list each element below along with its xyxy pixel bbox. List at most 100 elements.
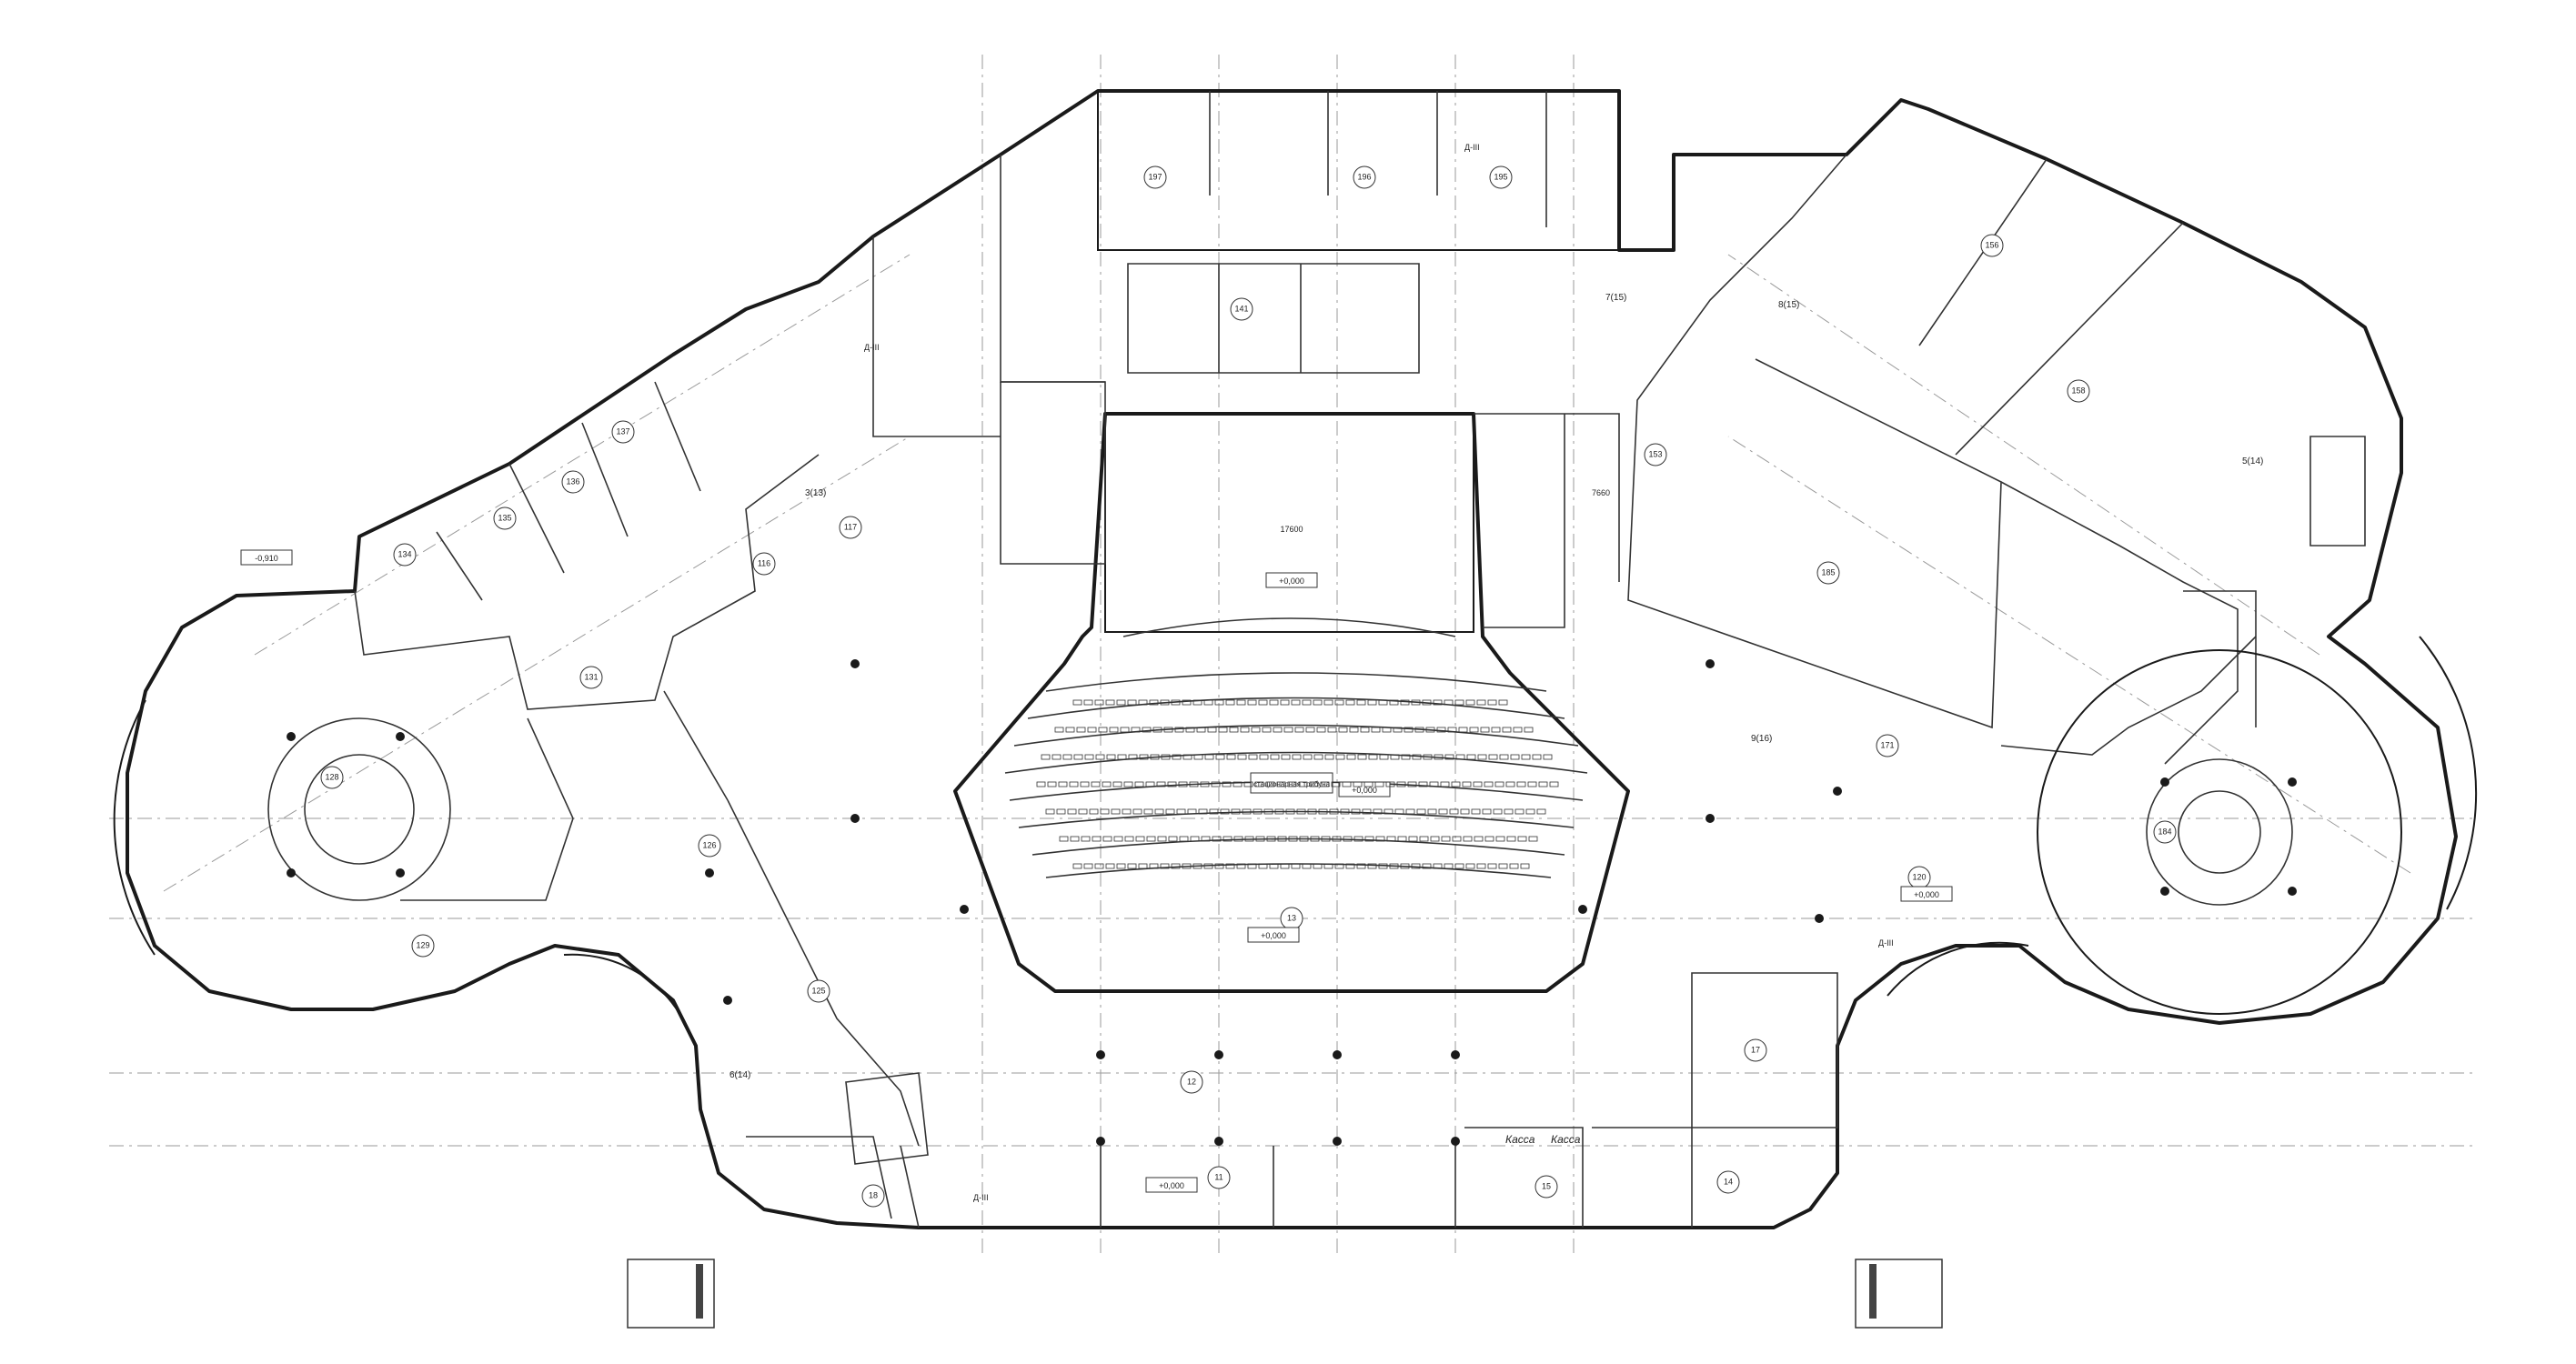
axis-grid [109,55,2474,1255]
seat [1390,754,1400,760]
seat [1484,836,1494,842]
svg-text:Д-III: Д-III [864,343,880,352]
svg-text:184: 184 [2158,827,2171,836]
seat [1440,781,1450,787]
svg-text:Д-III: Д-III [1878,938,1894,948]
seat [1127,699,1137,706]
svg-text:135: 135 [498,513,511,522]
seat [1201,836,1211,842]
seat [1083,699,1093,706]
seat [1335,754,1345,760]
circular-stairs [267,649,2402,1015]
seat [1433,699,1443,706]
seat [1520,863,1530,869]
seat [1047,781,1057,787]
svg-text:3(13): 3(13) [805,488,826,498]
seat [1455,754,1465,760]
svg-text:195: 195 [1494,172,1507,181]
svg-text:131: 131 [584,672,598,681]
seat [1080,781,1090,787]
svg-text:+0,000: +0,000 [1352,786,1377,795]
seat [1280,699,1290,706]
seat [1134,781,1144,787]
seat [1229,727,1239,733]
seat [1393,727,1403,733]
seat [1488,754,1498,760]
seat [1087,727,1097,733]
seat [1182,754,1192,760]
seat [1192,699,1202,706]
seat [1052,754,1062,760]
seat [1405,808,1415,815]
room-label-15: 15 [1535,1175,1558,1199]
seat [1327,727,1337,733]
seat [1112,781,1122,787]
room-label-17: 17 [1744,1038,1767,1062]
seat [1429,781,1439,787]
seat [1236,863,1246,869]
cash-desk-label: Касса [1505,1133,1535,1146]
room-label-116: 116 [752,552,776,576]
seat-blocks [1036,699,1559,869]
seat [1105,699,1115,706]
seat [1149,863,1159,869]
svg-text:137: 137 [616,426,629,436]
seat [1321,836,1331,842]
seat [1416,808,1426,815]
axis-marks: 3(13) 7(15) 8(15) 9(16) 5(14) 6(14) [730,293,2263,1080]
seat [1374,781,1384,787]
seat [1375,836,1385,842]
svg-text:13: 13 [1287,913,1296,922]
columns [287,659,2297,1146]
seat [1524,727,1534,733]
svg-text:141: 141 [1234,304,1248,313]
seat [1345,863,1355,869]
seat [1389,699,1399,706]
seat [1269,699,1279,706]
seat [1236,699,1246,706]
room-label-136: 136 [561,470,585,494]
room-label-14: 14 [1716,1170,1740,1194]
seat [1357,754,1367,760]
seat [1116,699,1126,706]
seat [1291,699,1301,706]
seat [1386,836,1396,842]
seat [1302,699,1312,706]
seat [1190,836,1200,842]
seat [1081,836,1091,842]
seat [1142,727,1152,733]
seat [1309,781,1319,787]
seat [1313,754,1323,760]
seat [1056,808,1066,815]
svg-text:-0,910: -0,910 [255,554,278,563]
seat [1218,727,1228,733]
stage-label: стационарная трибуна [1253,780,1331,788]
seat [1274,808,1284,815]
seat [1054,727,1064,733]
svg-text:9(16): 9(16) [1751,734,1772,744]
seat [1259,754,1269,760]
seat [1212,836,1222,842]
seat [1427,808,1437,815]
seat [1313,863,1323,869]
seat [1059,836,1069,842]
room-label-197: 197 [1143,165,1167,189]
seat [1240,727,1250,733]
svg-text:153: 153 [1648,449,1662,458]
seat [1433,863,1443,869]
svg-text:120: 120 [1912,872,1926,881]
seat [1362,808,1372,815]
cash-desks: Касса Касса [1505,1133,1581,1146]
seat [1367,699,1377,706]
seat [1116,863,1126,869]
seat [1400,863,1410,869]
room-label-184: 184 [2153,820,2177,844]
seat [1505,781,1515,787]
seat [1196,727,1206,733]
seat [1265,781,1275,787]
seat [1294,727,1304,733]
seat [1277,836,1287,842]
seat [1220,808,1230,815]
room-label-13: 13 [1280,907,1303,930]
seat [1254,781,1264,787]
